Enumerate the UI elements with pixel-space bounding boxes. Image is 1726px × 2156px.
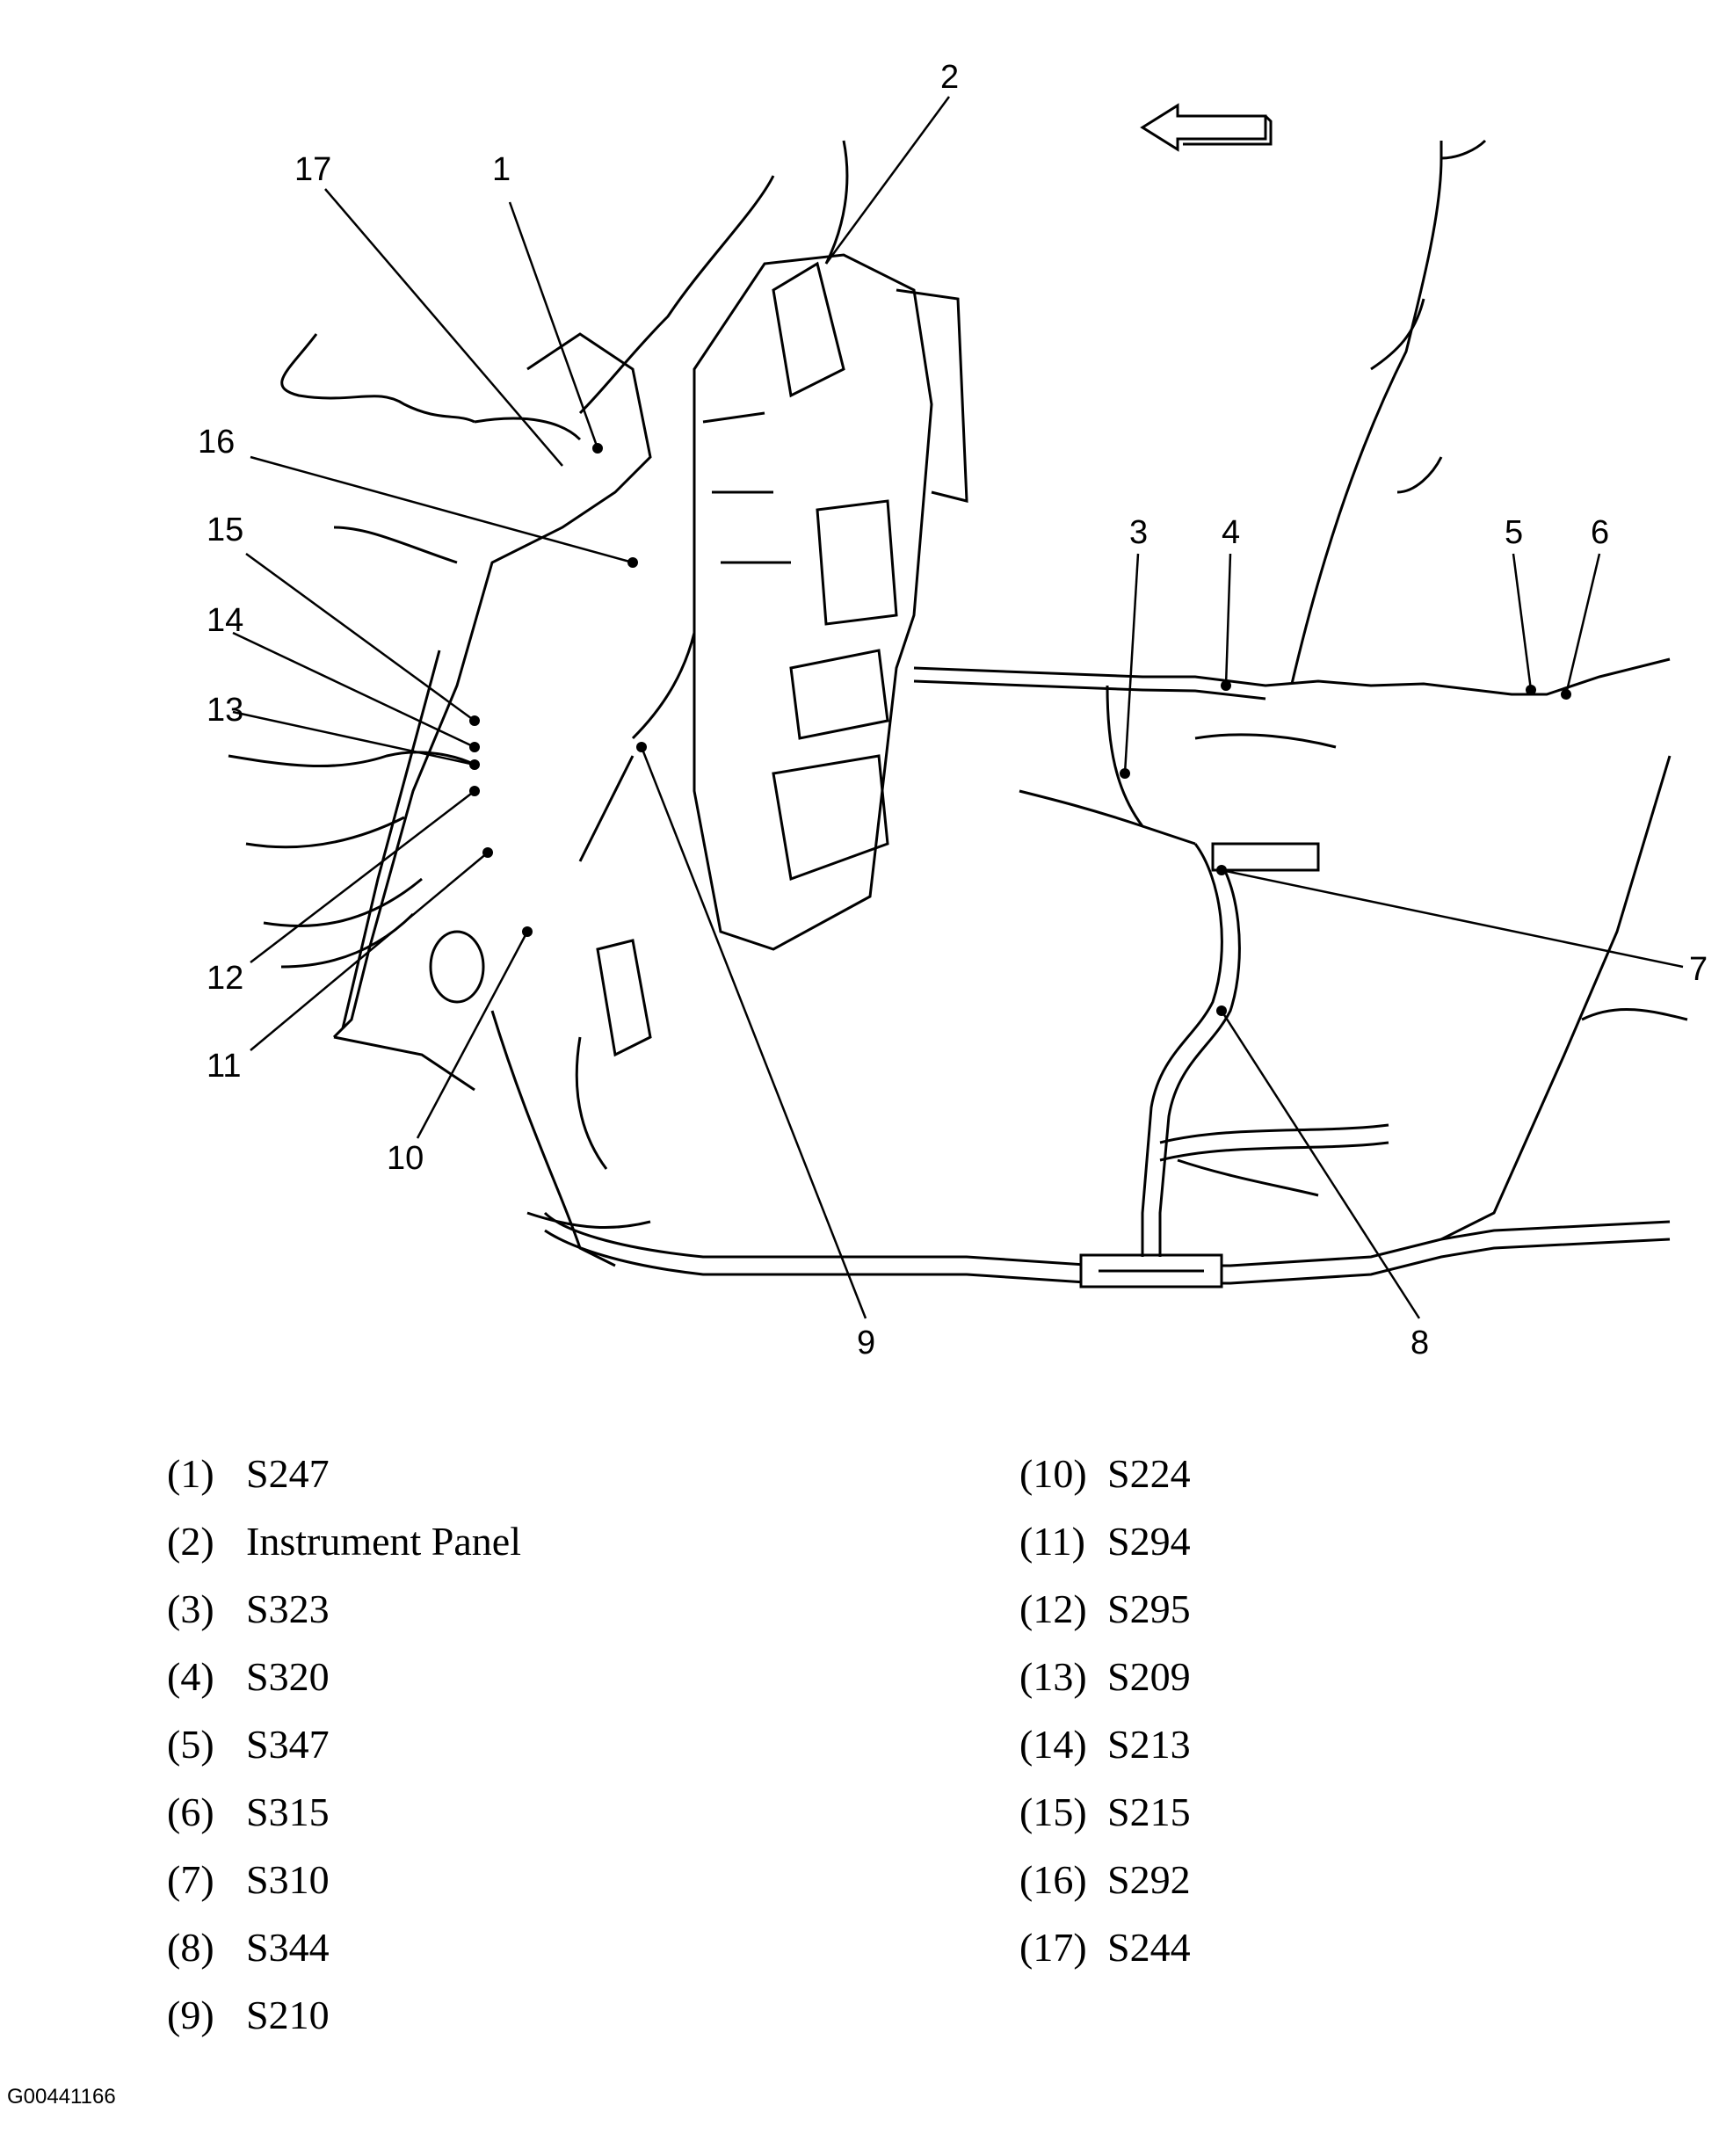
callout-16: 16 [198,424,235,461]
leader-14 [232,631,475,749]
callout-3: 3 [1129,514,1148,551]
figure-id: G00441166 [7,2085,116,2109]
instrument-panel-assembly [693,253,968,951]
callout-1: 1 [492,151,511,188]
leader-7 [1221,868,1684,969]
legend-item: (15)S215 [1019,1789,1191,1834]
leader-11 [250,852,489,1051]
legend-item: (6)S315 [167,1789,330,1834]
callout-7: 7 [1689,951,1708,988]
callout-5: 5 [1505,514,1523,551]
callout-14: 14 [207,602,243,639]
wiring-harness-diagram: 2 1 17 16 15 14 13 12 11 10 9 8 7 3 4 5 … [198,59,1708,1361]
leader-6 [1564,553,1601,695]
callout-9: 9 [857,1325,875,1361]
legend-item: (4)S320 [167,1654,330,1699]
leader-16 [250,455,634,564]
legend-item: (11)S294 [1019,1519,1191,1564]
leader-3 [1123,553,1140,774]
callout-11: 11 [207,1048,241,1085]
leader-lines [232,96,1684,1319]
leader-8 [1220,1010,1421,1319]
callout-4: 4 [1222,514,1240,551]
leader-1 [508,201,599,449]
callout-2: 2 [940,59,959,96]
leader-12 [250,790,475,963]
wiring-harness [228,139,1688,1289]
callout-13: 13 [207,692,243,729]
callout-8: 8 [1411,1325,1429,1361]
legend-item: (10)S224 [1019,1451,1191,1496]
callout-6: 6 [1591,514,1609,551]
callout-10: 10 [387,1140,424,1177]
leader-13 [232,710,475,766]
legend-item: (2)Instrument Panel [167,1519,521,1564]
legend-item: (9)S210 [167,1993,330,2037]
legend-item: (17)S244 [1019,1925,1191,1970]
callout-12: 12 [207,960,243,997]
legend-item: (3)S323 [167,1586,330,1631]
legend-item: (16)S292 [1019,1857,1191,1902]
callout-17: 17 [294,151,331,188]
body-frame-left [332,332,652,1267]
leader-10 [416,931,529,1139]
leader-5 [1512,553,1533,691]
left-arrow-icon [1140,103,1273,152]
splice-points [469,443,1571,1016]
legend-item: (14)S213 [1019,1722,1191,1767]
leader-4 [1224,553,1232,686]
legend-item: (8)S344 [167,1925,330,1970]
callout-labels: 2 1 17 16 15 14 13 12 11 10 9 8 7 3 4 5 … [198,59,1708,1361]
callout-15: 15 [207,512,243,548]
legend-item: (5)S347 [167,1722,330,1767]
leader-17 [324,188,563,467]
leader-15 [245,552,475,722]
legend-item: (7)S310 [167,1857,330,1902]
legend-item: (13)S209 [1019,1654,1191,1699]
leader-9 [640,746,867,1319]
leader-2 [824,96,951,265]
legend-item: (1)S247 [167,1451,330,1496]
legend-item: (12)S295 [1019,1586,1191,1631]
